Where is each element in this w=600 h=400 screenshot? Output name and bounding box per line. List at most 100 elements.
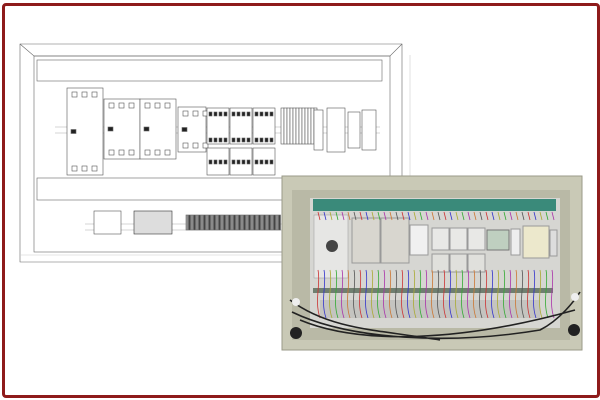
wire	[341, 211, 345, 319]
wire	[467, 211, 471, 319]
terminal-block-drawing	[289, 107, 294, 145]
contactor-small	[409, 224, 429, 256]
terminal-block-drawing	[245, 214, 249, 231]
terminal	[128, 102, 135, 109]
terminal-block-drawing	[260, 214, 264, 231]
fuse-terminals-drawing	[93, 210, 122, 235]
wire	[461, 211, 465, 319]
terminal	[223, 111, 228, 117]
label-mark	[107, 126, 114, 132]
terminal-block-drawing	[255, 214, 259, 231]
aux-block	[449, 253, 468, 273]
terminal	[208, 137, 213, 143]
terminal-block-drawing	[208, 214, 211, 231]
terminal	[71, 91, 78, 98]
wire	[359, 211, 363, 319]
wire	[449, 211, 453, 319]
terminal	[231, 159, 236, 165]
wire	[317, 211, 321, 319]
terminal-block-drawing	[253, 214, 256, 231]
wire	[383, 211, 387, 319]
terminal-block-drawing	[304, 107, 309, 145]
wire	[389, 211, 393, 319]
terminal	[192, 110, 199, 117]
breaker	[549, 229, 558, 257]
wire	[413, 211, 417, 319]
terminal-block-drawing	[286, 107, 291, 145]
terminal-block-drawing	[238, 214, 241, 231]
wire	[377, 211, 381, 319]
terminal	[81, 165, 88, 172]
aux-block	[467, 253, 486, 273]
terminal	[118, 102, 125, 109]
wire	[323, 211, 327, 319]
terminal-block-drawing	[275, 214, 279, 231]
terminal-block-drawing	[203, 214, 206, 231]
wire	[437, 211, 441, 319]
wire	[527, 211, 531, 319]
terminal	[213, 111, 218, 117]
terminal	[108, 149, 115, 156]
contactor-drawing	[252, 107, 276, 145]
terminal-block-drawing	[243, 214, 246, 231]
terminal	[182, 142, 189, 149]
terminal	[81, 91, 88, 98]
terminal	[218, 159, 223, 165]
wire	[353, 211, 357, 319]
terminal-block-drawing	[223, 214, 226, 231]
wire	[395, 211, 399, 319]
wire	[365, 211, 369, 319]
terminal-block-drawing	[240, 214, 244, 231]
terminal-block-drawing	[198, 214, 201, 231]
terminal	[108, 102, 115, 109]
terminal	[254, 111, 259, 117]
terminal-block-drawing	[250, 214, 254, 231]
contactor	[467, 227, 486, 251]
terminal	[264, 111, 269, 117]
terminal	[264, 137, 269, 143]
breaker-drawing	[361, 109, 377, 151]
terminal-group	[486, 229, 510, 251]
terminal-block-drawing	[273, 214, 276, 231]
terminal-block-drawing	[228, 214, 231, 231]
terminal-block-drawing	[295, 107, 300, 145]
contactor	[431, 227, 450, 251]
terminal-block-drawing	[278, 214, 281, 231]
terminal	[236, 137, 241, 143]
terminal	[241, 137, 246, 143]
label-mark	[70, 129, 77, 134]
terminal	[164, 149, 171, 156]
terminal	[269, 137, 274, 143]
terminal	[71, 165, 78, 172]
mounting-plate	[33, 55, 391, 253]
black-cables	[289, 291, 581, 341]
enclosure-photo	[281, 175, 583, 351]
cad-panel-drawing	[19, 43, 411, 263]
terminal-block-drawing	[233, 214, 236, 231]
wire	[473, 211, 477, 319]
cable-gland-left	[290, 327, 302, 339]
wire	[479, 211, 483, 319]
terminal-block-drawing	[205, 214, 209, 231]
terminal	[223, 137, 228, 143]
terminal-strip	[320, 300, 540, 318]
terminal-block-drawing	[283, 107, 288, 145]
label-mark	[143, 126, 150, 132]
terminal	[218, 137, 223, 143]
terminal	[218, 111, 223, 117]
enclosure-bevel	[19, 43, 403, 57]
terminal-block-drawing	[190, 214, 194, 231]
terminal-block-drawing	[213, 214, 216, 231]
wire	[371, 211, 375, 319]
terminal-block-drawing	[200, 214, 204, 231]
wire	[539, 211, 543, 319]
terminal	[208, 111, 213, 117]
power-supply-drawing	[326, 107, 346, 153]
terminal-block-drawing	[225, 214, 229, 231]
terminal-block-drawing	[258, 214, 261, 231]
terminal-block-drawing	[195, 214, 199, 231]
aux-contact-drawing	[229, 147, 253, 176]
power-supply	[522, 225, 550, 259]
terminal	[241, 159, 246, 165]
